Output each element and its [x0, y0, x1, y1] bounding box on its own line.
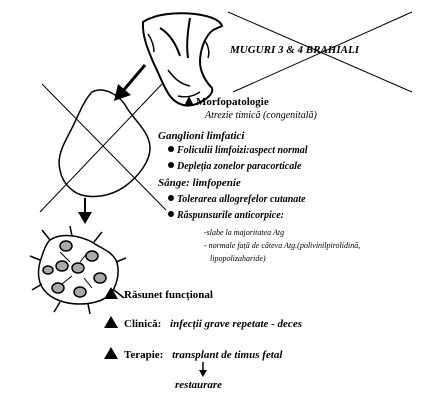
sange-note-2: - normale față de câteva Atg.(polivinilp… [204, 241, 361, 250]
triangle-bullet-icon [104, 287, 118, 299]
morfopatologie-heading: Morfopatologie [184, 96, 269, 108]
terapie-label: Terapie: [124, 349, 164, 361]
sange-item-1: Tolerarea allogrefelor cutanate [168, 195, 306, 205]
clinica-value: infecții grave repetate - deces [170, 318, 302, 330]
sange-item-1-text: Tolerarea allogrefelor cutanate [177, 194, 306, 205]
pharyngeal-bud-icon [141, 12, 224, 107]
title-cross-line-2 [232, 11, 413, 93]
rasunet-label: Răsunet funcțional [124, 289, 213, 301]
dot-bullet-icon [168, 162, 174, 168]
clinica-row: Clinică: infecții grave repetate - deces [104, 316, 302, 330]
dot-bullet-icon [168, 146, 174, 152]
clinica-label: Clinică: [124, 318, 162, 330]
arrow-to-lymph-node-icon [114, 64, 147, 101]
restaurare-label: restaurare [175, 379, 223, 391]
triangle-bullet-icon [104, 316, 118, 328]
triangle-bullet-icon [184, 96, 194, 106]
sange-heading: Sânge: limfopenie [158, 177, 241, 189]
morfopatologie-subtitle: Atrezie timică (congenitală) [205, 110, 317, 121]
ganglioni-item-1-text: Foliculii limfoizi:aspect normal [177, 145, 308, 156]
rasunet-functional: Răsunet funcțional [104, 287, 213, 301]
morfopatologie-label: Morfopatologie [196, 96, 269, 108]
dot-bullet-icon [168, 211, 174, 217]
lymphocyte-cluster-icon [29, 225, 127, 315]
triangle-bullet-icon [104, 347, 118, 359]
sange-note-3: lipopolizaharide) [210, 254, 266, 263]
title-cross-line-1 [227, 11, 413, 93]
diagram-title: MUGURI 3 & 4 BRAHIALI [230, 44, 359, 56]
arrow-to-restaurare-icon [199, 362, 207, 377]
ganglioni-item-2-text: Depleția zonelor paracorticale [177, 161, 302, 172]
terapie-value: transplant de timus fetal [172, 349, 283, 361]
arrow-down-icon [78, 198, 92, 224]
terapie-row: Terapie: transplant de timus fetal [104, 347, 282, 361]
sange-item-2: Răspunsurile anticorpice: [168, 211, 284, 221]
sange-item-2-text: Răspunsurile anticorpice: [177, 210, 284, 221]
ganglioni-item-1: Foliculii limfoizi:aspect normal [168, 146, 308, 156]
node-cross-line-1 [41, 83, 167, 211]
node-cross-line-2 [39, 83, 163, 213]
sange-note-1: -slabe la majoritatea Atg [204, 228, 285, 237]
dot-bullet-icon [168, 195, 174, 201]
lymph-node-outline [58, 89, 151, 198]
ganglioni-heading: Ganglioni limfatici [158, 130, 245, 142]
ganglioni-item-2: Depleția zonelor paracorticale [168, 162, 301, 172]
